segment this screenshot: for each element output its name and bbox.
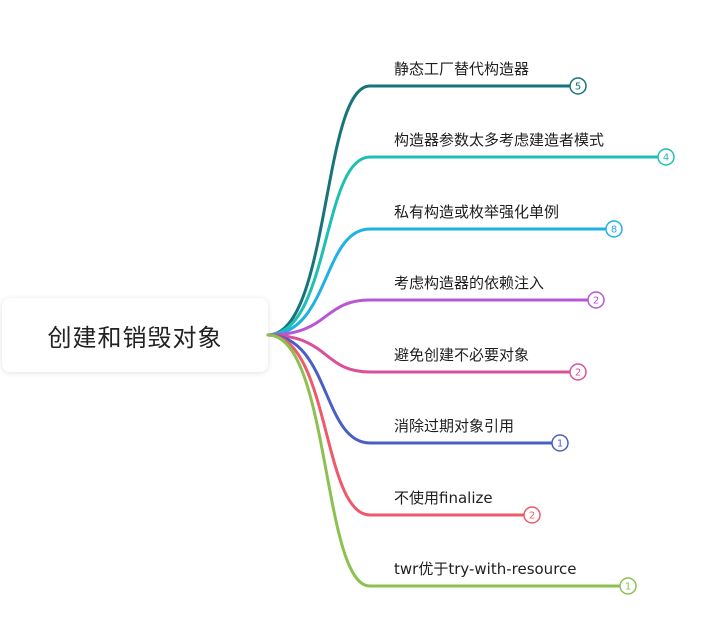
child-count-badge-text: 1 xyxy=(625,582,631,593)
branch-connector xyxy=(266,333,572,374)
child-count-badge[interactable] xyxy=(605,220,623,238)
branch-connector xyxy=(266,333,622,588)
branch-label[interactable]: 避免创建不必要对象 xyxy=(394,346,530,364)
child-count-badge[interactable] xyxy=(569,363,587,381)
branch-connector xyxy=(266,333,526,517)
branch-label[interactable]: twr优于try-with-resource xyxy=(394,560,577,578)
child-count-badge-text: 2 xyxy=(593,296,599,307)
child-count-badge[interactable] xyxy=(619,577,637,595)
child-count-badge-text: 2 xyxy=(529,511,535,522)
child-count-badge-text: 4 xyxy=(663,153,669,164)
child-count-badge[interactable] xyxy=(587,291,605,309)
branch-connector xyxy=(266,155,660,337)
child-count-badge-text: 1 xyxy=(557,439,563,450)
child-count-badge-text: 5 xyxy=(575,82,581,93)
branch-label[interactable]: 私有构造或枚举强化单例 xyxy=(394,203,560,221)
branch-label[interactable]: 不使用finalize xyxy=(394,489,493,507)
branch-label[interactable]: 静态工厂替代构造器 xyxy=(394,60,530,78)
branch-connector xyxy=(266,333,554,445)
child-count-badge-text: 8 xyxy=(611,225,617,236)
branch-label[interactable]: 考虑构造器的依赖注入 xyxy=(394,274,545,292)
child-count-badge[interactable] xyxy=(657,148,675,166)
root-node-label: 创建和销毁对象 xyxy=(47,323,223,352)
root-node[interactable]: 创建和销毁对象 xyxy=(2,298,268,372)
branch-connector xyxy=(266,227,608,337)
child-count-badge[interactable] xyxy=(551,434,569,452)
child-count-badge[interactable] xyxy=(569,77,587,95)
branch-label[interactable]: 消除过期对象引用 xyxy=(394,417,515,435)
branch-label[interactable]: 构造器参数太多考虑建造者模式 xyxy=(394,131,605,149)
child-count-badge-text: 2 xyxy=(575,368,581,379)
branch-connector xyxy=(266,298,590,337)
branch-connector xyxy=(266,84,572,337)
child-count-badge[interactable] xyxy=(523,506,541,524)
